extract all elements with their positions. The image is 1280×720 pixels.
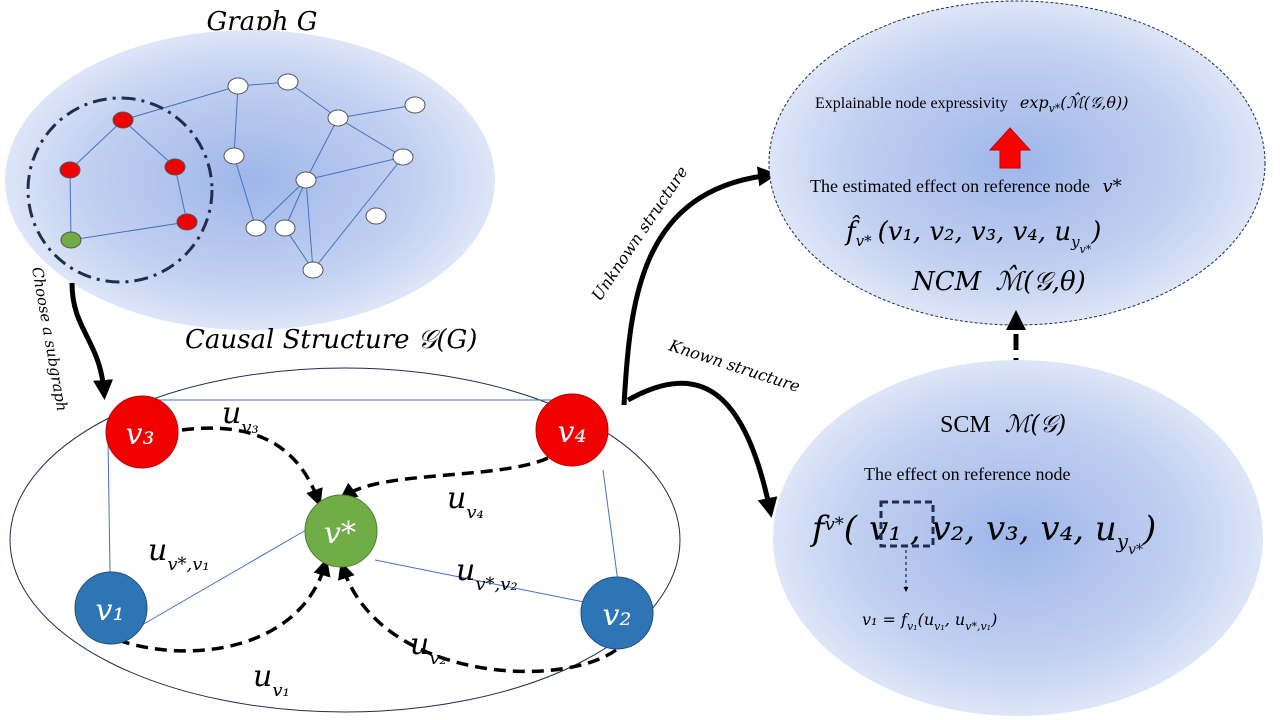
effect-label: The effect on reference node (864, 464, 1071, 484)
dashed-arrow-v2-to-vstar (338, 561, 618, 674)
node-v4 (535, 393, 609, 467)
choose-subgraph-label: Choose a subgraph (28, 266, 71, 413)
dashed-arrow-v1-to-vstar (117, 558, 331, 653)
graph-node-white (365, 207, 387, 225)
node-vstar-label: v* (324, 516, 356, 551)
graph-node-white (327, 109, 349, 127)
causal-nodes (74, 393, 654, 650)
unknown-structure-arrow (621, 166, 778, 406)
v1-equation: v₁ = fv₁(uv₁, uv*,v₁) (862, 610, 997, 633)
graph-node-white (277, 73, 299, 91)
f-hat-expression: f̂v*(v₁, v₂, v₃, v₄, uyv*) (844, 215, 1101, 256)
noise-u-v2: uv₂ (410, 627, 447, 669)
node-v3-label: v₃ (126, 417, 155, 452)
node-v2 (580, 576, 654, 650)
node-v1-label: v₁ (96, 593, 125, 628)
graph-node-white (223, 147, 245, 165)
causal-dashed-arrows (117, 426, 618, 674)
graph-node-red (164, 158, 186, 176)
graph-node-white (227, 77, 249, 95)
graph-node-white (295, 171, 317, 189)
noise-u-v4: uv₄ (447, 481, 484, 523)
known-structure-label: Known structure (666, 335, 803, 396)
known-structure-arrow (626, 380, 778, 518)
node-v2-label: v₂ (603, 598, 632, 633)
noise-labels: uv₃ uv₄ uv*,v₁ uv*,v₂ uv₁ uv₂ (148, 396, 518, 701)
graph-node-white (302, 261, 324, 279)
graph-node-white (245, 219, 267, 237)
dashed-arrow-v3-to-vstar (181, 426, 323, 507)
graph-node-white (392, 148, 414, 166)
dashed-arrow-v4-to-vstar (339, 456, 549, 501)
graph-nodes (59, 73, 426, 279)
graph-node-red (176, 213, 198, 231)
noise-u-vstar-v1: uv*,v₁ (148, 533, 210, 575)
v1-highlight-box (879, 500, 935, 548)
f-expression: fv*(v₁, v₂, v₃, v₄, uyv*) (809, 509, 1156, 558)
noise-u-vstar-v2: uv*,v₂ (456, 553, 518, 595)
graph-node-red (112, 111, 134, 129)
node-v1 (74, 571, 148, 645)
causal-edges (107, 399, 619, 626)
scm-ellipse (773, 360, 1263, 716)
node-vstar (304, 494, 378, 568)
node-v3 (105, 395, 179, 469)
graph-node-red (59, 161, 81, 179)
subgraph-selection-ring (26, 96, 214, 284)
graph-ellipse (5, 30, 495, 330)
choose-subgraph-arrow (69, 282, 114, 400)
graph-node-green (60, 231, 82, 249)
causal-structure-title: Causal Structure 𝒢(G) (185, 325, 477, 355)
graph-node-white (274, 219, 296, 237)
explainable-label: Explainable node expressivity expv*(ℳ̂(𝒢… (815, 92, 1129, 115)
noise-u-v1: uv₁ (253, 659, 290, 701)
graph-edges (69, 81, 416, 271)
graph-node-white (404, 96, 426, 114)
noise-u-v3: uv₃ (222, 396, 259, 438)
node-v4-label: v₄ (558, 415, 587, 450)
up-arrow-red (988, 127, 1032, 169)
estimated-effect-label: The estimated effect on reference node v… (810, 176, 1122, 197)
